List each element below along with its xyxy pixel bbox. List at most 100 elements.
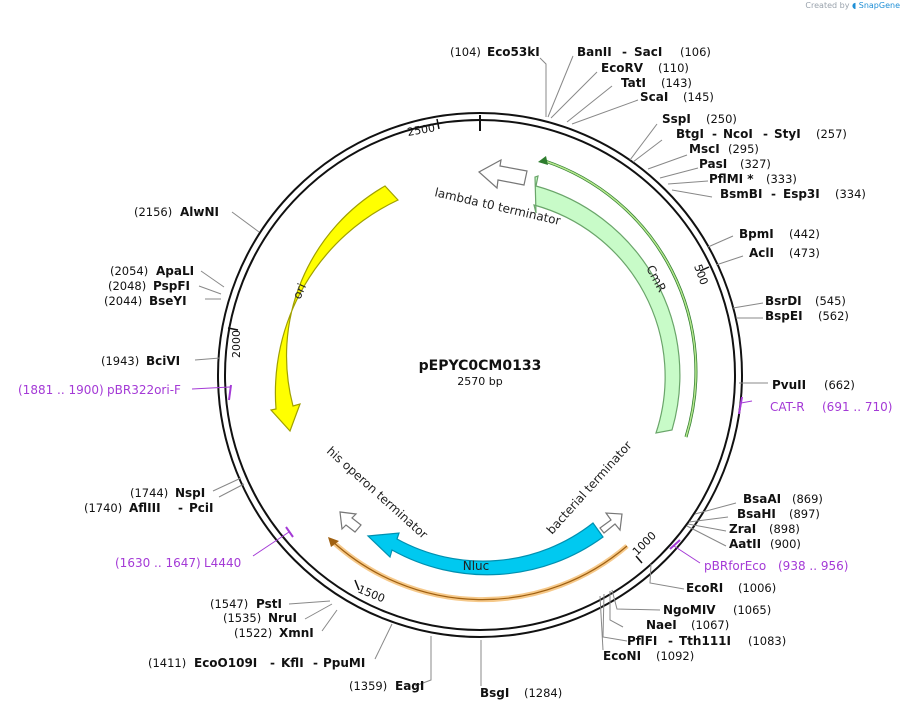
- tick-2500: 2500: [406, 118, 440, 139]
- enzyme-name-ecori[interactable]: EcoRI: [686, 581, 723, 595]
- enzyme-name-eagi[interactable]: EagI: [395, 679, 424, 693]
- primer-cat-r-name: CAT-R: [770, 400, 805, 414]
- enzyme-name-esp3i[interactable]: Esp3I: [783, 187, 820, 201]
- primer-pbr322ori-f-range: (1881 .. 1900): [18, 383, 104, 397]
- primer-pbrforeco[interactable]: pBRforEco (938 .. 956): [669, 539, 848, 573]
- enzyme-name-tth111i[interactable]: Tth111I: [679, 634, 731, 648]
- enzyme-pos-scai: (145): [683, 90, 714, 104]
- enzyme-name-alwni[interactable]: AlwNI: [180, 205, 219, 219]
- enzyme-name-nrui[interactable]: NruI: [268, 611, 297, 625]
- enzyme-name-banii[interactable]: BanII: [577, 45, 612, 59]
- tick-1000: 1000: [630, 529, 659, 564]
- svg-text:-: -: [771, 187, 776, 201]
- primer-pbr322ori-f-name: pBR322ori-F: [107, 383, 181, 397]
- enzyme-name-econi[interactable]: EcoNI: [603, 649, 641, 663]
- svg-text:-: -: [622, 45, 627, 59]
- enzyme-name-styi[interactable]: StyI: [774, 127, 801, 141]
- enzyme-name-acli[interactable]: AclI: [749, 246, 774, 260]
- credit-brand: SnapGene: [858, 1, 900, 10]
- primer-cat-r[interactable]: CAT-R (691 .. 710): [738, 396, 892, 415]
- enzyme-name-bsgi[interactable]: BsgI: [480, 686, 509, 700]
- enzyme-name-kfli[interactable]: KflI: [281, 656, 304, 670]
- enzyme-pos-eagi: (1359): [349, 679, 387, 693]
- enzyme-name-sspi[interactable]: SspI: [662, 112, 691, 126]
- enzyme-pos-psti: (1547): [210, 597, 248, 611]
- svg-text:-: -: [712, 127, 717, 141]
- enzyme-name-psti[interactable]: PstI: [256, 597, 282, 611]
- enzyme-name-bseyi[interactable]: BseYI: [149, 294, 187, 308]
- enzyme-name-pflfi[interactable]: PflFI: [627, 634, 657, 648]
- enzyme-name-tati[interactable]: TatI: [621, 76, 646, 90]
- enzyme-pos-naei: (1067): [691, 618, 729, 632]
- lambda-t0-terminator-arrow[interactable]: [477, 158, 528, 190]
- snapgene-logo-icon: ◖: [851, 1, 857, 10]
- enzyme-pos-msci: (295): [728, 142, 759, 156]
- enzyme-name-bpmi[interactable]: BpmI: [739, 227, 774, 241]
- enzyme-name-scai[interactable]: ScaI: [640, 90, 668, 104]
- primer-pbr322ori-f[interactable]: (1881 .. 1900) pBR322ori-F: [18, 383, 232, 401]
- enzyme-name-bsmbi[interactable]: BsmBI: [720, 187, 762, 201]
- enzyme-pos-pvuii: (662): [824, 378, 855, 392]
- enzyme-name-bspei[interactable]: BspEI: [765, 309, 803, 323]
- enzyme-name-ngomiv[interactable]: NgoMIV: [663, 603, 716, 617]
- enzyme-name-eco53ki[interactable]: Eco53kI: [487, 45, 540, 59]
- enzyme-name-pflmi[interactable]: PflMI *: [709, 172, 754, 186]
- enzyme-name-saci[interactable]: SacI: [634, 45, 662, 59]
- enzyme-name-ecoo109i[interactable]: EcoO109I: [194, 656, 257, 670]
- enzyme-name-nspi[interactable]: NspI: [175, 486, 205, 500]
- tick-label-2500: 2500: [406, 121, 436, 139]
- enzyme-pos-xmni: (1522): [234, 626, 272, 640]
- enzyme-pos-btgi: (257): [816, 127, 847, 141]
- cmr-arrow[interactable]: [533, 175, 681, 434]
- nluc-arrow[interactable]: [366, 522, 604, 576]
- enzyme-pos-nrui: (1535): [223, 611, 261, 625]
- enzyme-pos-pflfi: (1083): [748, 634, 786, 648]
- enzyme-pos-bsrdi: (545): [815, 294, 846, 308]
- enzyme-name-zrai[interactable]: ZraI: [729, 522, 756, 536]
- enzyme-name-btgi[interactable]: BtgI: [676, 127, 704, 141]
- enzyme-name-pvuii[interactable]: PvuII: [772, 378, 806, 392]
- enzyme-name-bsaai[interactable]: BsaAI: [743, 492, 781, 506]
- svg-text:-: -: [668, 634, 673, 648]
- enzyme-name-pcii[interactable]: PciI: [189, 501, 214, 515]
- nluc-label: Nluc: [463, 559, 490, 573]
- enzyme-pos-ecori: (1006): [738, 581, 776, 595]
- enzyme-name-xmni[interactable]: XmnI: [279, 626, 314, 640]
- enzyme-name-pspfi[interactable]: PspFI: [153, 279, 190, 293]
- enzyme-pos-econi: (1092): [656, 649, 694, 663]
- enzyme-name-msci[interactable]: MscI: [689, 142, 720, 156]
- svg-text:-: -: [178, 501, 183, 515]
- enzyme-labels: (104) Eco53kI BanII - SacI (106) EcoRV (…: [84, 45, 866, 700]
- enzyme-pos-bsmbi: (334): [835, 187, 866, 201]
- tick-label-1500: 1500: [356, 583, 387, 606]
- enzyme-name-ppumi[interactable]: PpuMI: [323, 656, 365, 670]
- enzyme-name-naei[interactable]: NaeI: [646, 618, 677, 632]
- enzyme-leaders: [194, 55, 768, 687]
- enzyme-pos-bpmi: (442): [789, 227, 820, 241]
- enzyme-pos-ecoo109i: (1411): [148, 656, 186, 670]
- enzyme-name-ncoi[interactable]: NcoI: [723, 127, 753, 141]
- enzyme-pos-saci: (106): [680, 45, 711, 59]
- enzyme-name-apali[interactable]: ApaLI: [156, 264, 194, 278]
- enzyme-name-bsrdi[interactable]: BsrDI: [765, 294, 802, 308]
- enzyme-name-ecorv[interactable]: EcoRV: [601, 61, 644, 75]
- enzyme-pos-bcivi: (1943): [101, 354, 139, 368]
- his-operon-terminator-arrow[interactable]: [339, 511, 362, 533]
- ori-arrow[interactable]: [269, 185, 399, 433]
- backbone: [217, 112, 743, 638]
- enzyme-pos-aatii: (900): [770, 537, 801, 551]
- enzyme-name-bsahi[interactable]: BsaHI: [737, 507, 776, 521]
- his-operon-terminator-label: his operon terminator: [324, 444, 430, 542]
- tick-500: 500: [691, 263, 710, 287]
- enzyme-pos-ecorv: (110): [658, 61, 689, 75]
- enzyme-name-aatii[interactable]: AatII: [729, 537, 761, 551]
- primer-l4440[interactable]: (1630 .. 1647) L4440: [115, 526, 294, 570]
- enzyme-name-bcivi[interactable]: BciVI: [146, 354, 180, 368]
- svg-text:-: -: [763, 127, 768, 141]
- primer-l4440-range: (1630 .. 1647): [115, 556, 201, 570]
- enzyme-name-pasi[interactable]: PasI: [699, 157, 727, 171]
- bacterial-terminator-arrow[interactable]: [599, 512, 623, 534]
- svg-text:-: -: [270, 656, 275, 670]
- enzyme-name-afliii[interactable]: AflIII: [129, 501, 161, 515]
